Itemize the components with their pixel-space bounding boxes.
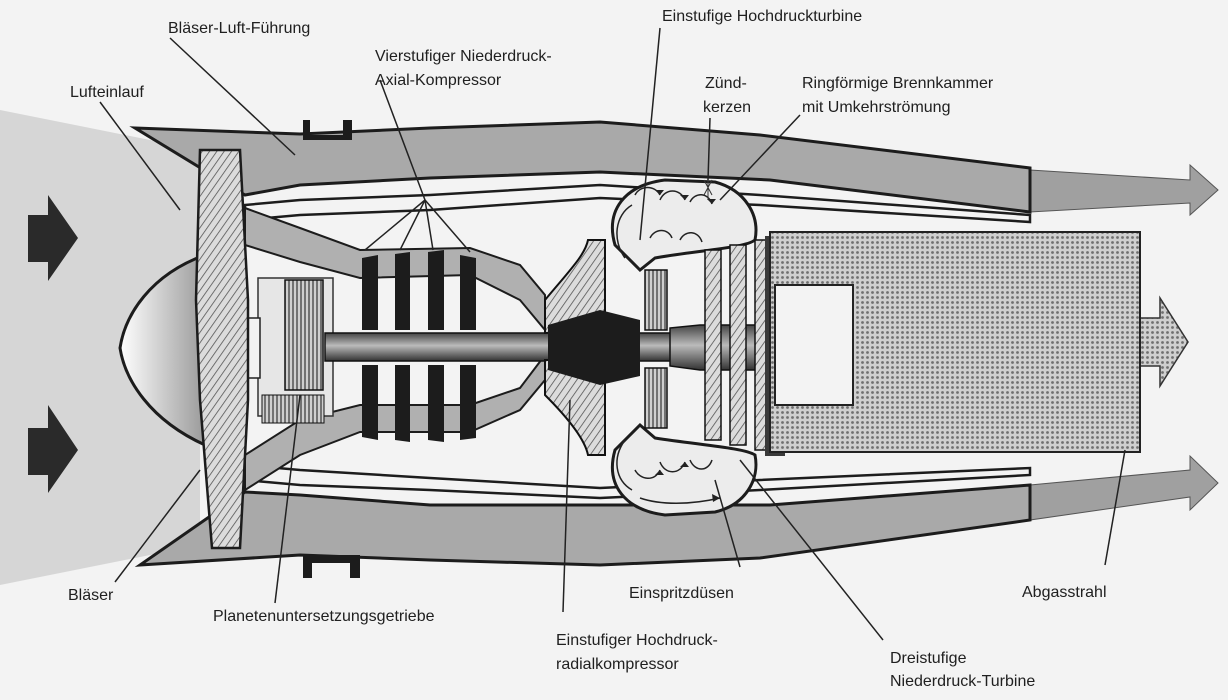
label-combustor-line2: mit Umkehrströmung [802, 99, 951, 116]
label-lp-turbine-line1: Dreistufige [890, 650, 967, 667]
label-hp-turbine: Einstufige Hochdruckturbine [662, 8, 863, 25]
core-exhaust-arrow [1139, 295, 1189, 389]
nacelle-outer-top [129, 120, 1032, 214]
hp-turbine-stage [644, 269, 668, 331]
label-combustor-line1: Ringförmige Brennkammer [802, 75, 994, 92]
label-igniters-line2: kerzen [703, 99, 752, 116]
inlet-arrow-lower [28, 405, 78, 493]
leader-lines [99, 27, 1126, 641]
label-fan: Bläser [68, 587, 114, 604]
hp-turbine-stage-lower [644, 367, 668, 429]
label-air-intake: Lufteinlauf [70, 84, 144, 101]
spinner-nose-cone [118, 252, 207, 448]
splitter-lower [243, 463, 1032, 500]
label-exhaust-jet: Abgasstrahl [1022, 584, 1107, 601]
lp-turbine-stages [704, 239, 772, 451]
combustor-flow-arrowheads [655, 190, 720, 502]
label-hp-radial-compressor-line1: Einstufiger Hochdruck- [556, 632, 718, 649]
gearbox-lower-block [261, 394, 325, 424]
annular-combustor-lower [610, 422, 758, 517]
nacelle-mount-top [303, 120, 352, 140]
hp-radial-compressor-impeller-lower [544, 359, 606, 456]
nacelle-mount-bottom [303, 555, 360, 578]
lp-compressor-rotor-blades-upper [362, 250, 476, 330]
label-lp-turbine-line2: Niederdruck-Turbine [890, 673, 1036, 690]
impeller-hub [548, 310, 640, 385]
hp-radial-compressor-impeller [544, 239, 606, 335]
label-igniters-line1: Zünd- [705, 75, 747, 92]
label-lp-compressor-line1: Vierstufiger Niederdruck- [375, 48, 552, 65]
label-lp-compressor-line2: Axial-Kompressor [375, 72, 502, 89]
lp-compressor-rotor-blades-lower [362, 365, 476, 442]
annular-combustor-upper [610, 178, 758, 273]
fan-blade-disk [194, 148, 250, 550]
inlet-arrow-upper [28, 195, 78, 281]
label-planetary-gearbox: Planetenuntersetzungsgetriebe [213, 608, 435, 625]
label-fuel-nozzles: Einspritzdüsen [629, 585, 734, 602]
bypass-exhaust-arrow-upper [1029, 163, 1219, 217]
gearbox-carrier [284, 279, 324, 391]
exhaust-centre-body [774, 284, 854, 406]
label-fan-air-duct: Bläser-Luft-Führung [168, 20, 311, 37]
bypass-exhaust-arrow-lower [1029, 454, 1219, 521]
label-hp-radial-compressor-line2: radialkompressor [556, 656, 679, 673]
